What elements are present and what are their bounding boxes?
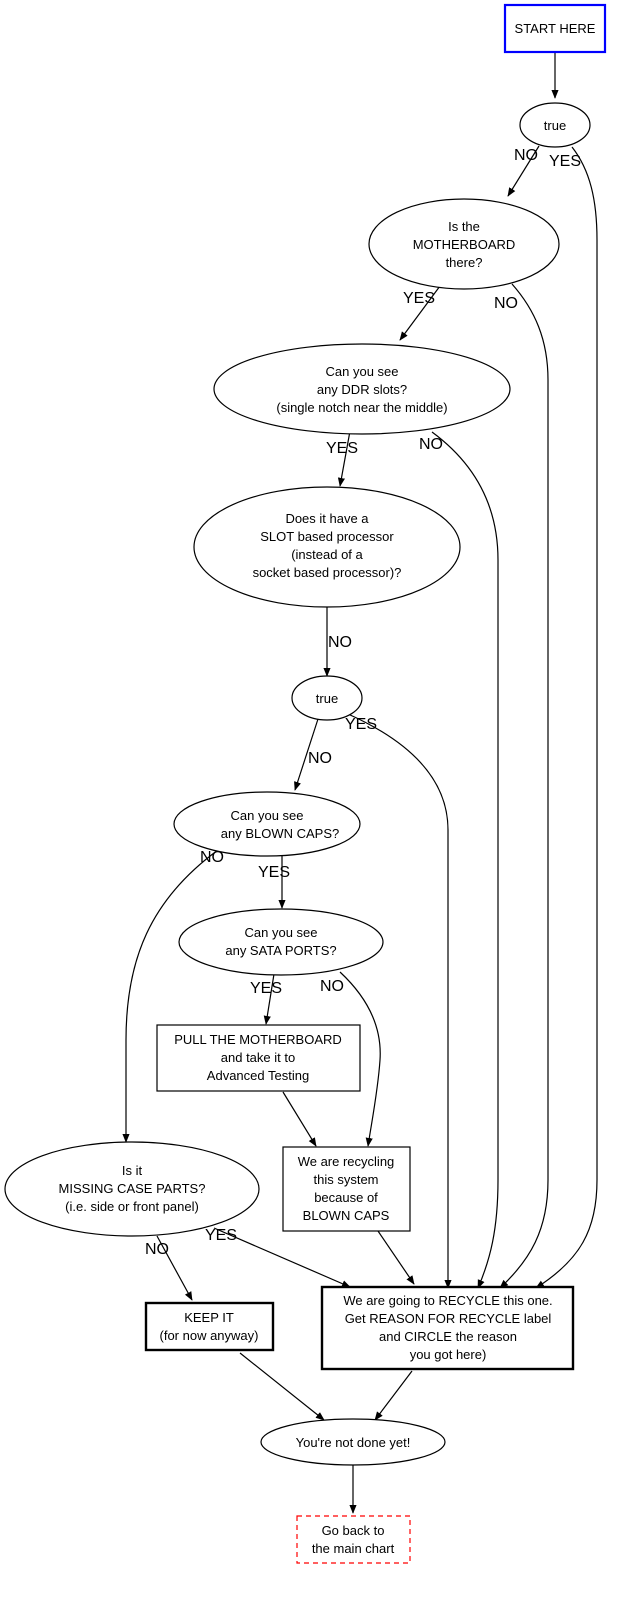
node-sata-line-1: Can you see: [245, 925, 318, 940]
node-recycle[interactable]: We are going to RECYCLE this one. Get RE…: [320, 1285, 575, 1371]
node-recycle-line-2: Get REASON FOR RECYCLE label: [345, 1311, 552, 1326]
node-blowncaps[interactable]: Can you see any BLOWN CAPS?: [173, 791, 361, 857]
edge-recyclingcaps-recycle: [377, 1230, 415, 1285]
edge-label-blowncaps-yes: YES: [258, 864, 290, 881]
edge-label-motherboard-no: NO: [494, 295, 518, 312]
node-recycling-caps-line-2: this system: [313, 1172, 378, 1187]
node-slot-line-4: socket based processor)?: [253, 565, 402, 580]
node-start-label: START HERE: [515, 21, 596, 36]
node-sata-line-2: any SATA PORTS?: [225, 943, 336, 958]
edge-blowncaps-missing: [122, 849, 219, 1143]
edge-missing-recycle: [213, 1227, 351, 1288]
edge-label-sata-yes: YES: [250, 980, 282, 997]
node-true2-label: true: [316, 691, 338, 706]
edge-motherboard-ddr: [399, 285, 441, 341]
node-motherboard-line-1: Is the: [448, 219, 480, 234]
edge-label-ddr-yes: YES: [326, 440, 358, 457]
edge-label-true2-yes: YES: [345, 716, 377, 733]
edge-ddr-slot: [337, 430, 351, 487]
node-missing-line-3: (i.e. side or front panel): [65, 1199, 199, 1214]
node-slot-line-3: (instead of a: [291, 547, 363, 562]
node-start[interactable]: START HERE: [503, 3, 607, 54]
node-recycling-caps-line-1: We are recycling: [298, 1154, 395, 1169]
node-blowncaps-line-2: any BLOWN CAPS?: [221, 826, 340, 841]
node-pull-line-2: and take it to: [221, 1050, 295, 1065]
node-pull[interactable]: PULL THE MOTHERBOARD and take it to Adva…: [156, 1024, 361, 1092]
node-slot-line-2: SLOT based processor: [260, 529, 394, 544]
node-slot[interactable]: Does it have a SLOT based processor (ins…: [193, 486, 461, 608]
edge-label-true1-yes: YES: [549, 153, 581, 170]
edge-true2-recycle: [347, 713, 452, 1289]
node-goback-line-1: Go back to: [322, 1523, 385, 1538]
node-recycle-line-4: you got here): [410, 1347, 487, 1362]
node-missing[interactable]: Is it MISSING CASE PARTS? (i.e. side or …: [4, 1141, 260, 1237]
edge-label-true1-no: NO: [514, 147, 538, 164]
edge-label-missing-yes: YES: [205, 1227, 237, 1244]
edge-ddr-recycle: [431, 431, 499, 1289]
edge-label-motherboard-yes: YES: [403, 290, 435, 307]
node-ddr[interactable]: Can you see any DDR slots? (single notch…: [213, 343, 511, 435]
edge-label-slot-no: NO: [328, 634, 352, 651]
node-recycle-line-1: We are going to RECYCLE this one.: [343, 1293, 552, 1308]
node-goback-line-2: the main chart: [312, 1541, 395, 1556]
node-notdone-label: You're not done yet!: [296, 1435, 411, 1450]
node-blowncaps-line-1: Can you see: [231, 808, 304, 823]
node-pull-line-1: PULL THE MOTHERBOARD: [174, 1032, 342, 1047]
edges: [122, 52, 598, 1514]
edge-true1-recycle: [535, 146, 598, 1289]
edge-label-blowncaps-no: NO: [200, 849, 224, 866]
edge-sata-pull: [263, 973, 275, 1025]
node-missing-line-1: Is it: [122, 1163, 143, 1178]
node-notdone[interactable]: You're not done yet!: [260, 1418, 446, 1466]
edge-motherboard-recycle: [499, 283, 549, 1289]
node-sata[interactable]: Can you see any SATA PORTS?: [178, 908, 384, 976]
edge-pull-recyclingcaps: [282, 1091, 317, 1147]
node-keep-line-1: KEEP IT: [184, 1310, 234, 1325]
edge-keep-notdone: [239, 1352, 325, 1421]
node-true1[interactable]: true: [519, 102, 591, 148]
node-ddr-line-3: (single notch near the middle): [276, 400, 447, 415]
node-pull-line-3: Advanced Testing: [207, 1068, 309, 1083]
edge-label-missing-no: NO: [145, 1241, 169, 1258]
node-ddr-line-1: Can you see: [326, 364, 399, 379]
node-true1-label: true: [544, 118, 566, 133]
node-keep-line-2: (for now anyway): [160, 1328, 259, 1343]
node-recycling-caps[interactable]: We are recycling this system because of …: [282, 1146, 411, 1232]
node-motherboard-line-3: there?: [446, 255, 483, 270]
node-motherboard-line-2: MOTHERBOARD: [413, 237, 516, 252]
edge-labels: NO YES YES NO YES NO NO NO YES YES NO YE…: [145, 147, 581, 1258]
node-missing-line-2: MISSING CASE PARTS?: [59, 1181, 206, 1196]
node-keep[interactable]: KEEP IT (for now anyway): [144, 1301, 275, 1352]
edge-label-sata-no: NO: [320, 978, 344, 995]
edge-label-true2-no: NO: [308, 750, 332, 767]
node-goback[interactable]: Go back to the main chart: [296, 1515, 411, 1564]
node-recycling-caps-line-4: BLOWN CAPS: [303, 1208, 390, 1223]
edge-recycle-notdone: [374, 1370, 413, 1421]
edge-true2-blowncaps: [294, 718, 319, 791]
node-slot-line-1: Does it have a: [285, 511, 369, 526]
node-motherboard[interactable]: Is the MOTHERBOARD there?: [368, 198, 560, 290]
node-recycling-caps-line-3: because of: [314, 1190, 378, 1205]
edge-sata-recyclingcaps: [339, 971, 381, 1147]
edge-true1-motherboard: [507, 145, 540, 197]
edge-missing-keep: [156, 1235, 193, 1301]
node-true2[interactable]: true: [291, 675, 363, 721]
node-ddr-line-2: any DDR slots?: [317, 382, 407, 397]
edge-label-ddr-no: NO: [419, 436, 443, 453]
node-recycle-line-3: and CIRCLE the reason: [379, 1329, 517, 1344]
